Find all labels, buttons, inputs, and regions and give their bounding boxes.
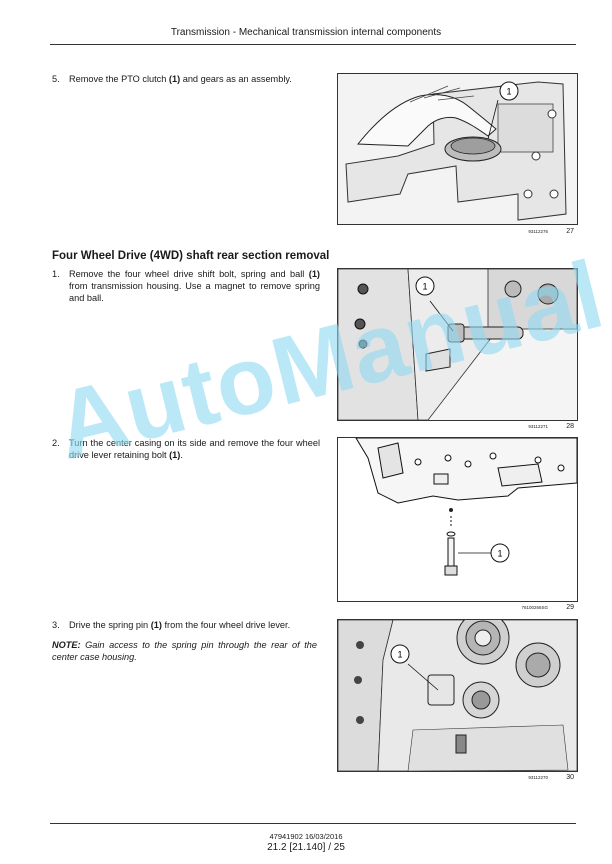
note-label: NOTE: — [52, 640, 81, 650]
callout-ref: (1) — [168, 74, 181, 84]
figure-number: 28 — [566, 423, 574, 430]
step-text: Drive the spring pin — [69, 620, 151, 630]
step-number: 1. — [52, 269, 60, 279]
callout-number: 1 — [497, 549, 502, 559]
step-5: 5. Remove the PTO clutch (1) and gears a… — [52, 73, 320, 85]
figure-number: 27 — [566, 228, 574, 235]
note: NOTE: Gain access to the spring pin thro… — [52, 639, 317, 663]
figure-28: 1 — [337, 268, 578, 421]
figure-27-illustration: 1 — [338, 74, 577, 224]
step-text: from the four wheel drive lever. — [161, 620, 291, 630]
figure-id: 93112270 — [528, 775, 548, 780]
callout-ref: (1) — [150, 620, 162, 630]
note-text: Gain access to the spring pin through th… — [52, 640, 317, 662]
figure-id: 93112271 — [528, 424, 548, 429]
header-rule — [50, 44, 576, 45]
figure-id: 76100266SG — [521, 605, 548, 610]
step-text: Remove the four wheel drive shift bolt, … — [69, 269, 309, 279]
footer-doc-info: 47941902 16/03/2016 — [269, 832, 343, 841]
callout-ref: (1) — [169, 450, 181, 460]
figure-30: 1 — [337, 619, 578, 772]
step-text: and gears as an assembly. — [180, 74, 292, 84]
section-heading: Four Wheel Drive (4WD) shaft rear sectio… — [52, 250, 330, 262]
figure-id: 93112276 — [528, 229, 548, 234]
step-text: Turn the center casing on its side and r… — [69, 438, 320, 460]
figure-29-illustration: 1 — [338, 438, 577, 601]
callout-ref: (1) — [308, 269, 320, 279]
step-text: from transmission housing. Use a magnet … — [69, 281, 320, 303]
page-header: Transmission - Mechanical transmission i… — [170, 27, 442, 38]
figure-28-illustration: 1 — [338, 269, 577, 420]
step-3: 3. Drive the spring pin (1) from the fou… — [52, 619, 320, 631]
callout-number: 1 — [422, 282, 427, 292]
step-1: 1. Remove the four wheel drive shift bol… — [52, 268, 320, 304]
figure-number: 30 — [566, 774, 574, 781]
step-text: . — [180, 450, 183, 460]
figure-number: 29 — [566, 604, 574, 611]
callout-number: 1 — [506, 87, 511, 97]
step-2: 2. Turn the center casing on its side an… — [52, 437, 320, 461]
figure-29: 1 — [337, 437, 578, 602]
step-number: 3. — [52, 620, 60, 630]
step-text: Remove the PTO clutch — [69, 74, 169, 84]
step-number: 2. — [52, 438, 60, 448]
footer-page-number: 21.2 [21.140] / 25 — [267, 842, 345, 853]
callout-number: 1 — [397, 650, 402, 660]
footer-rule — [50, 823, 576, 824]
figure-30-illustration: 1 — [338, 620, 577, 771]
figure-27: 1 — [337, 73, 578, 225]
step-number: 5. — [52, 74, 60, 84]
